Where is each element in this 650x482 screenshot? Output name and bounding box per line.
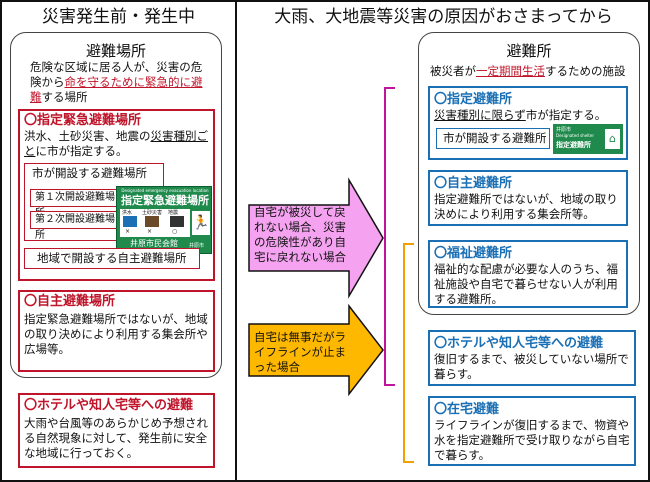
- sign-mark-flood: ×: [125, 228, 131, 235]
- left-shelter-desc: 危険な区域に居る人が、災害の危険から命を守るために緊急的に避難する場所: [30, 60, 203, 104]
- right-shelter-title: 避難所: [506, 42, 552, 60]
- orange-arrow-text: 自宅は無事だがライフラインが止まった場合: [254, 330, 346, 374]
- sign-city: 井原市: [189, 243, 205, 249]
- sign-mark-earthquake: ○: [172, 228, 178, 235]
- city-opened-label: 市が開設する避難場所: [32, 166, 147, 180]
- shelter-sign: 井原市 Designated shelter 指定避難所 ⌂: [553, 124, 623, 154]
- voluntary-shelter-desc: 指定緊急避難場所ではないが、地域の取り決めにより利用する集会所や広場等。: [24, 312, 208, 356]
- pink-bracket: [384, 87, 395, 386]
- welfare-shelter-desc: 福祉的な配慮が必要な人のうち、福祉施設や自宅で暮らせない人が利用する避難所。: [434, 262, 618, 306]
- designated-emergency-title: 〇指定緊急避難場所: [24, 113, 142, 128]
- evacuation-sign: Designated emergency evacuation location…: [116, 186, 212, 254]
- sign-top-text: Designated emergency evacuation location: [121, 188, 209, 193]
- shelter-sign-line1: 井原市: [556, 127, 572, 133]
- sign-mark-landslide: ×: [147, 228, 153, 235]
- landslide-icon: [145, 216, 159, 227]
- right-hotel-title: 〇ホテルや知人宅等への避難: [434, 336, 604, 351]
- local-opened-box: 地域で開設する自主避難場所: [24, 248, 200, 269]
- left-hotel-desc: 大雨や台風等のあらかじめ予想される自然現象に対して、発生前に安全な地域に行ってお…: [24, 416, 208, 460]
- welfare-shelter-title: 〇福祉避難所: [434, 246, 513, 261]
- exit-person-icon: 🏃: [192, 211, 210, 235]
- sign-hazard-row: 洪水 土砂災害 地震 × × ○: [120, 209, 190, 237]
- right-header: 大雨、大地震等災害の原因がおさまってから: [274, 7, 613, 27]
- designated-shelter-desc: 災害種別に限らず市が指定する。: [434, 108, 607, 122]
- voluntary-shelter-box: [18, 290, 215, 372]
- arrows-layer: [248, 87, 414, 463]
- home-evacuation-desc: ライフラインが復旧するまで、物資や水を指定避難所で受け取りながら自宅で暮らす。: [434, 418, 630, 462]
- left-hotel-title: 〇ホテルや知人宅等への避難: [24, 398, 194, 413]
- flood-icon: [123, 216, 137, 227]
- home-evacuation-title: 〇在宅避難: [434, 402, 500, 417]
- pink-arrow-text: 自宅が被災して戻れない場合、災害の危険性があり自宅に戻れない場合: [254, 205, 346, 264]
- sign-hazard-earthquake: 地震: [168, 210, 179, 216]
- left-hotel-box: [18, 393, 215, 468]
- sign-name: 井原市民会館: [130, 239, 178, 248]
- sign-hazard-flood: 洪水: [122, 210, 133, 216]
- right-hotel-box: [428, 330, 636, 386]
- home-evacuation-box: [428, 396, 636, 466]
- orange-bracket: [403, 243, 414, 463]
- right-hotel-desc: 復旧するまで、被災していない場所で暮らす。: [434, 352, 629, 381]
- first-opened-box: 第１次開設避難場所: [30, 189, 120, 219]
- left-shelter-title: 避難場所: [85, 42, 146, 60]
- voluntary-shelter-title: 〇自主避難場所: [24, 294, 116, 309]
- earthquake-icon: [170, 216, 184, 227]
- right-panel: [235, 0, 650, 482]
- shelter-sign-line3: 指定避難所: [556, 141, 591, 149]
- designated-shelter-title: 〇指定避難所: [434, 92, 513, 107]
- sign-title: 指定緊急避難場所: [121, 194, 209, 207]
- voluntary-shelter-right-desc: 指定避難所ではないが、地域の取り決めにより利用する集会所等。: [434, 192, 618, 221]
- right-shelter-desc: 被災者が一定期間生活するための施設: [430, 64, 626, 78]
- designated-emergency-desc: 洪水、土砂災害、地震の災害種別ごとに市が指定する。: [24, 129, 208, 158]
- voluntary-shelter-right-title: 〇自主避難所: [434, 176, 513, 191]
- voluntary-shelter-right-box: [428, 170, 628, 226]
- shelter-house-icon: ⌂: [605, 129, 620, 149]
- pink-arrow: [248, 177, 384, 299]
- second-opened-box: 第２次開設避難場所: [30, 211, 120, 241]
- city-shelter-box: 市が開設する避難所: [436, 128, 550, 149]
- welfare-shelter-box: [428, 240, 628, 308]
- sign-hazard-landslide: 土砂災害: [142, 210, 163, 216]
- orange-arrow: [248, 303, 384, 397]
- left-header: 災害発生前・発生中: [42, 7, 195, 27]
- shelter-sign-line2: Designated shelter: [556, 133, 594, 138]
